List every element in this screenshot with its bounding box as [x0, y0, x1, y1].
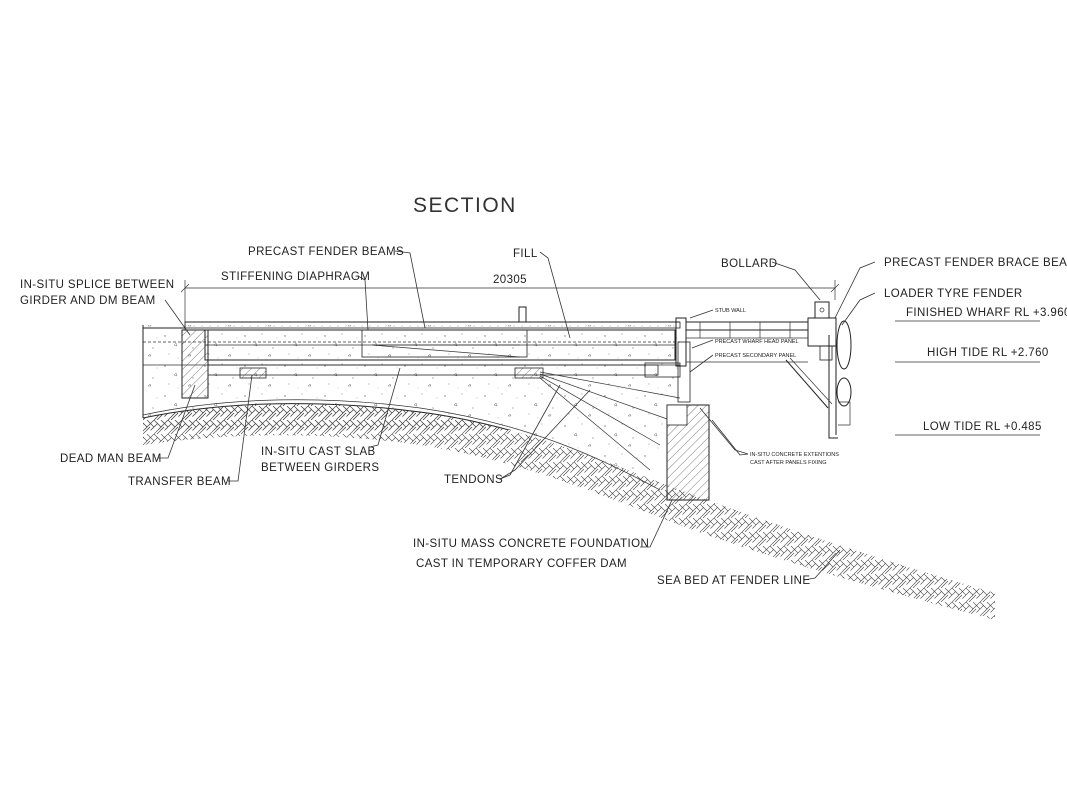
finished-wharf-level: FINISHED WHARF RL +3.960	[906, 307, 1067, 319]
label-precast-wharf-head-panel: PRECAST WHARF HEAD PANEL	[715, 339, 799, 345]
level-lines	[895, 320, 1040, 436]
label-dead-man-beam: DEAD MAN BEAM	[60, 453, 162, 465]
label-foundation-1: IN-SITU MASS CONCRETE FOUNDATION	[413, 538, 649, 550]
label-foundation-2: CAST IN TEMPORARY COFFER DAM	[416, 558, 627, 570]
dead-man-beam	[181, 329, 209, 399]
label-tendons: TENDONS	[444, 474, 503, 486]
low-tide-level: LOW TIDE RL +0.485	[923, 421, 1042, 433]
tendons	[539, 371, 681, 471]
fender-structure	[785, 317, 852, 439]
label-insitu-concrete-ext-2: CAST AFTER PANELS FIXING	[750, 460, 827, 466]
label-stiffening-diaphragm: STIFFENING DIAPHRAGM	[221, 271, 370, 283]
dimension-value: 20305	[493, 274, 527, 286]
label-insitu-cast-slab-1: IN-SITU CAST SLAB	[261, 446, 376, 458]
dimension-line: 20305	[180, 274, 840, 330]
label-insitu-splice-2: GIRDER AND DM BEAM	[20, 295, 156, 307]
label-stub-wall: STUB WALL	[715, 308, 746, 314]
label-fill: FILL	[513, 248, 538, 260]
label-precast-fender-beams: PRECAST FENDER BEAMS	[248, 246, 404, 258]
label-transfer-beam: TRANSFER BEAM	[128, 476, 231, 488]
label-insitu-concrete-ext-1: IN-SITU CONCRETE EXTENTIONS	[750, 452, 839, 458]
stub-wall	[675, 317, 808, 403]
mass-concrete-foundation	[666, 404, 710, 501]
label-bollard: BOLLARD	[721, 258, 778, 270]
label-insitu-cast-slab-2: BETWEEN GIRDERS	[261, 462, 379, 474]
seabed-ground	[142, 403, 996, 650]
deck-surfacing	[143, 321, 681, 329]
label-insitu-splice-1: IN-SITU SPLICE BETWEEN	[20, 279, 175, 291]
insitu-cast-slab	[207, 362, 681, 379]
label-precast-secondary-panel: PRECAST SECONDARY PANEL	[715, 353, 796, 359]
section-title: SECTION	[413, 194, 517, 217]
leader-lines	[158, 250, 876, 581]
label-loader-tyre-fender: LOADER TYRE FENDER	[884, 288, 1023, 300]
label-precast-fender-brace-beam: PRECAST FENDER BRACE BEAM	[884, 257, 1067, 269]
label-sea-bed: SEA BED AT FENDER LINE	[657, 575, 810, 587]
high-tide-level: HIGH TIDE RL +2.760	[927, 347, 1049, 359]
bollard-object	[518, 301, 830, 323]
